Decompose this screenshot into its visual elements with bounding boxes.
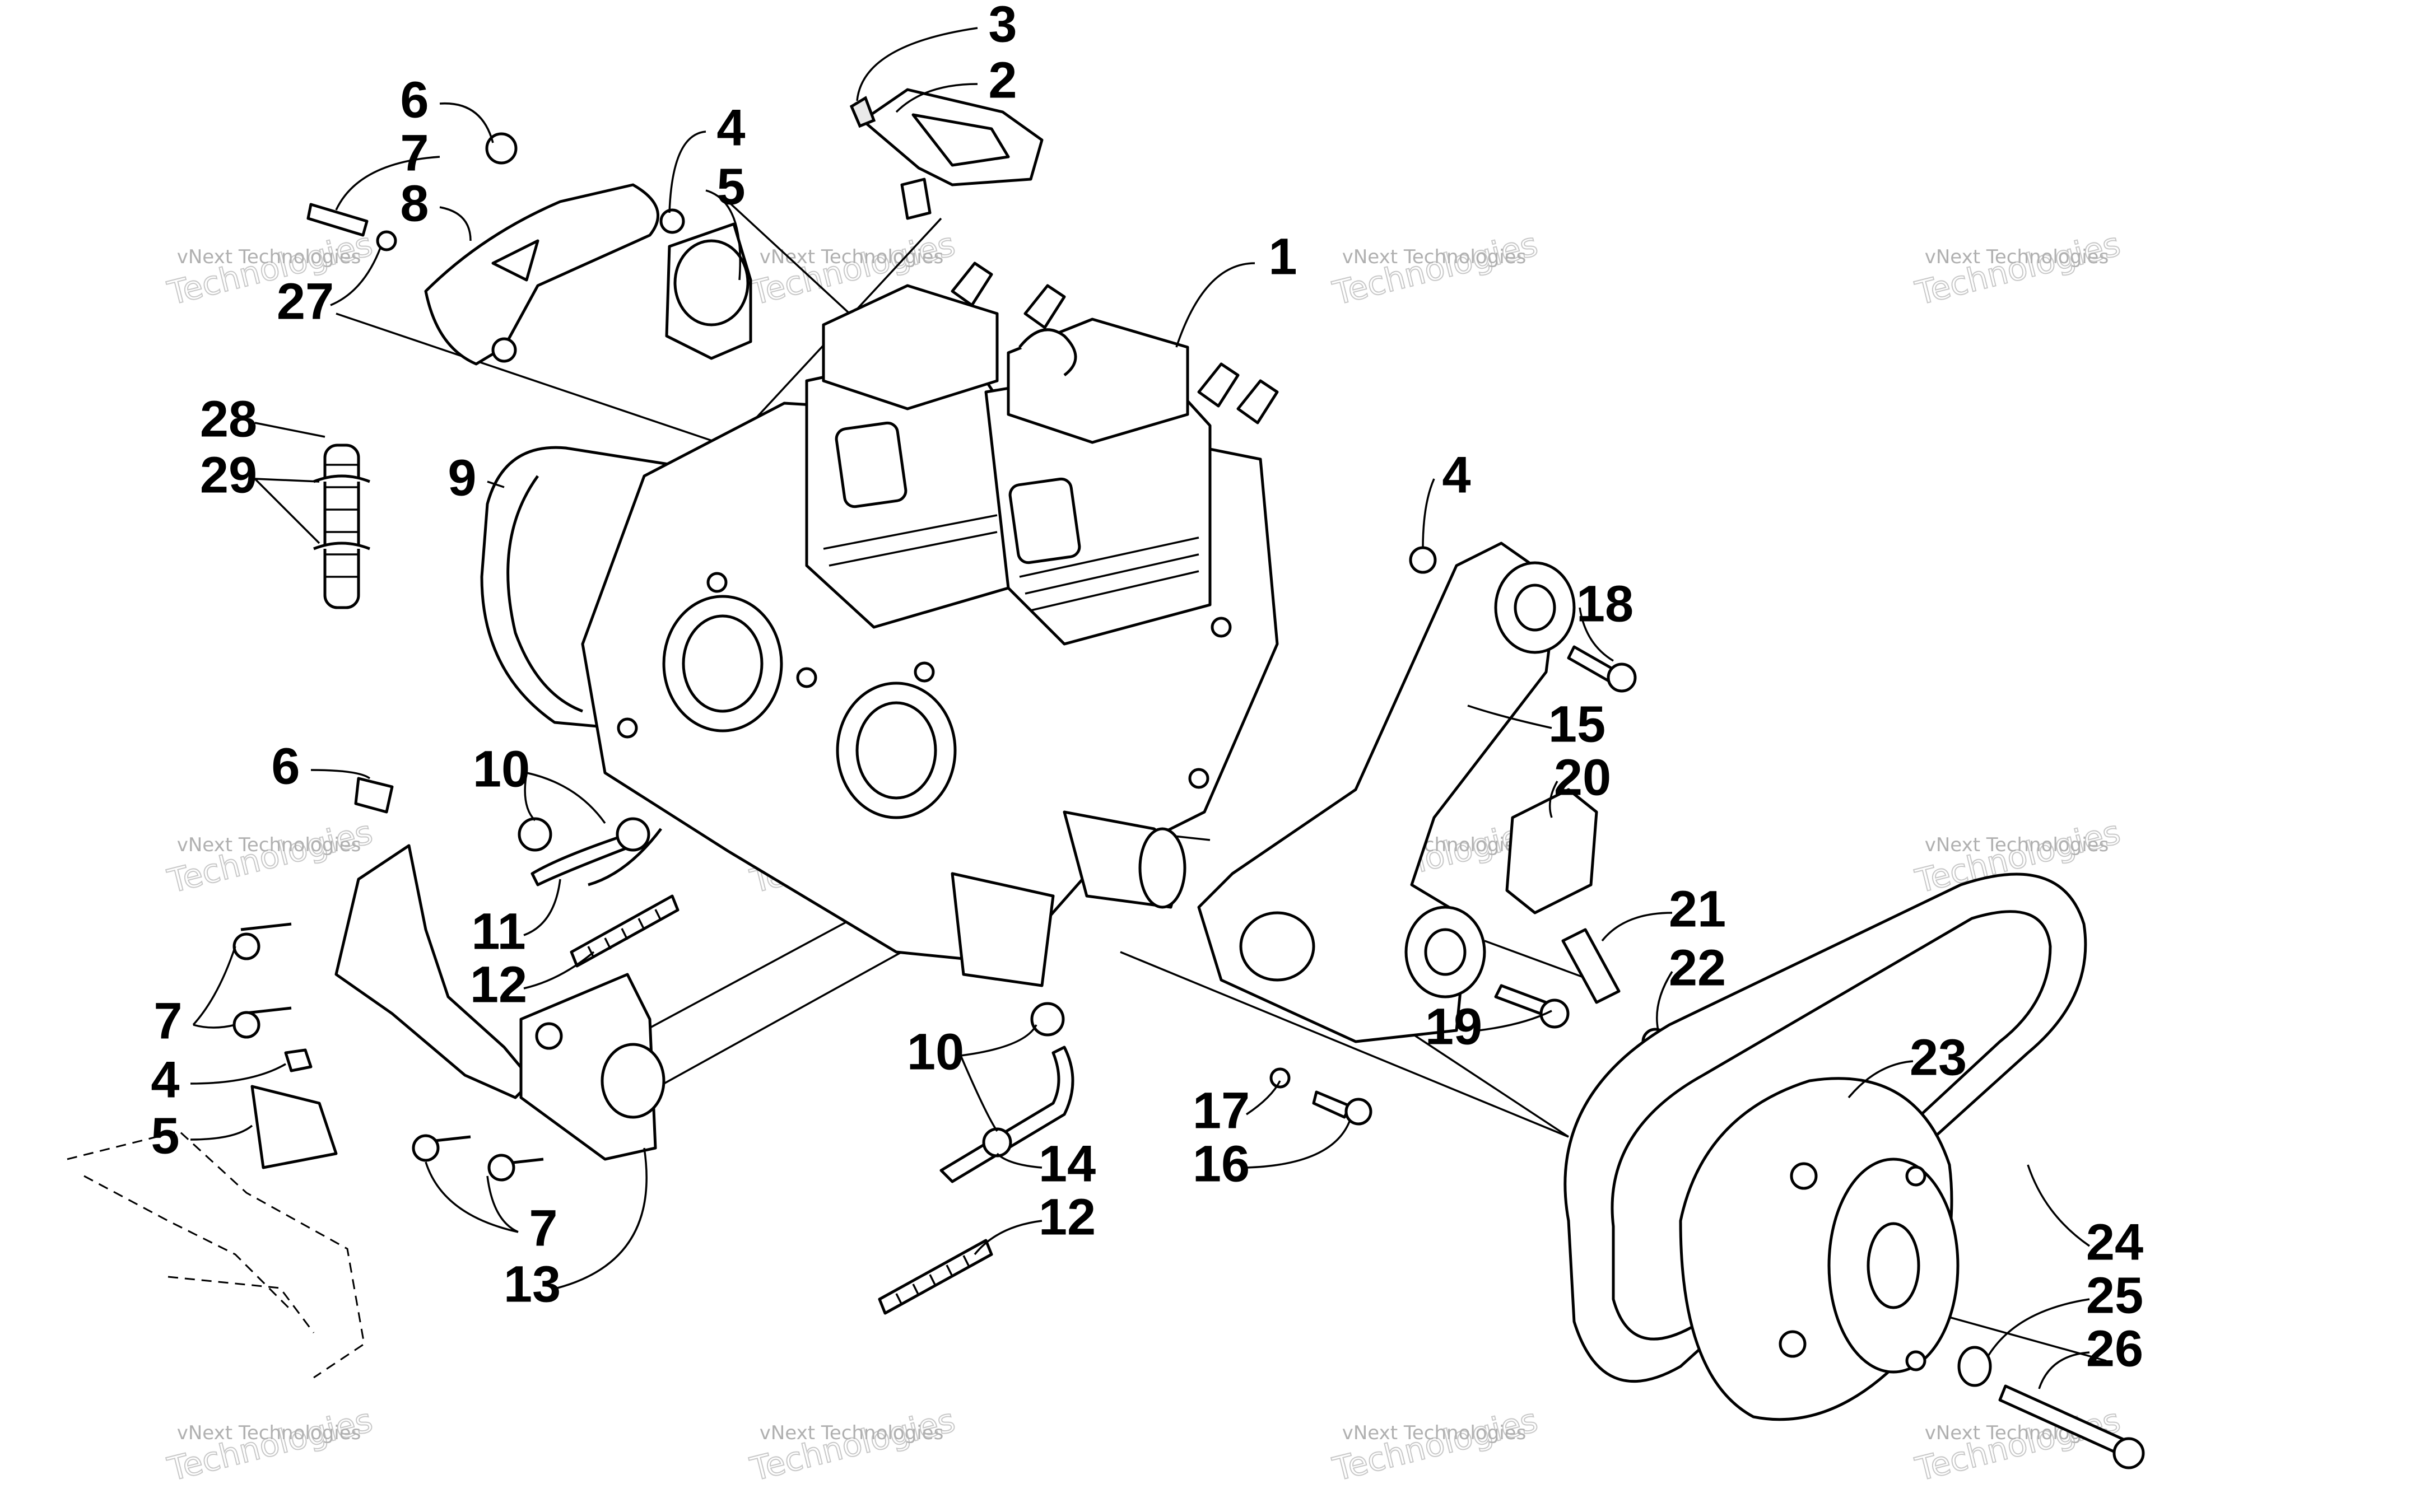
watermark-large-text: Technologies xyxy=(1329,1401,1541,1488)
watermark-small-text: vNext Technologies xyxy=(177,834,361,856)
callout-7: 7 xyxy=(153,992,182,1049)
small-hardware xyxy=(1269,788,1669,1126)
callout-10: 10 xyxy=(907,1023,964,1080)
primary-clutch xyxy=(1679,1077,2145,1469)
callout-22: 22 xyxy=(1669,939,1726,996)
cylinder-head-left xyxy=(822,284,999,410)
watermark-small-text: vNext Technologies xyxy=(1342,246,1527,268)
callout-20: 20 xyxy=(1554,749,1611,806)
callout-16: 16 xyxy=(1193,1135,1250,1192)
callout-5: 5 xyxy=(151,1107,179,1164)
watermark-large-text: Technologies xyxy=(164,225,376,312)
callout-8: 8 xyxy=(400,175,429,232)
fuel-hoses xyxy=(518,817,1074,1183)
callout-11: 11 xyxy=(471,903,525,960)
callout-21: 21 xyxy=(1669,880,1726,937)
callout-2: 2 xyxy=(988,52,1017,109)
coil-springs xyxy=(570,894,993,1315)
callout-1: 1 xyxy=(1268,228,1297,285)
callout-17: 17 xyxy=(1193,1082,1250,1139)
watermark-small-text: vNext Technologies xyxy=(760,1422,944,1444)
callout-9: 9 xyxy=(448,449,476,506)
callout-15: 15 xyxy=(1548,696,1605,753)
callout-13: 13 xyxy=(504,1256,561,1313)
callout-12: 12 xyxy=(1039,1188,1096,1245)
callout-5: 5 xyxy=(716,158,745,215)
lower-rubber-mount xyxy=(250,1085,338,1169)
callout-25: 25 xyxy=(2086,1267,2143,1324)
callout-7: 7 xyxy=(529,1200,557,1257)
drive-plate xyxy=(1197,542,1637,1043)
callout-29: 29 xyxy=(200,446,257,503)
callout-4: 4 xyxy=(1442,446,1470,503)
watermark-large-text: Technologies xyxy=(1329,225,1541,312)
callout-26: 26 xyxy=(2086,1320,2143,1377)
callout-4: 4 xyxy=(151,1051,179,1108)
callout-24: 24 xyxy=(2086,1214,2143,1271)
watermark-large-text: Technologies xyxy=(1911,225,2124,312)
upper-engine-mount xyxy=(306,132,752,366)
plate-nut xyxy=(1409,546,1437,574)
callout-6: 6 xyxy=(400,71,429,128)
watermark-large-text: Technologies xyxy=(746,1401,958,1488)
callout-12: 12 xyxy=(470,956,527,1013)
callout-4: 4 xyxy=(716,99,745,156)
watermark-large-text: Technologies xyxy=(1911,1401,2124,1488)
watermark-small-text: vNext Technologies xyxy=(1342,1422,1527,1444)
callout-19: 19 xyxy=(1425,998,1482,1055)
watermark-small-text: vNext Technologies xyxy=(1925,246,2109,268)
spark-plugs xyxy=(951,262,1279,424)
lower-engine-mount xyxy=(232,777,666,1182)
watermark-small-text: vNext Technologies xyxy=(1925,834,2109,856)
callout-6: 6 xyxy=(271,738,300,795)
callout-leaders xyxy=(190,27,2090,1389)
exhaust-springs xyxy=(313,444,370,609)
recoil-starter-handle xyxy=(849,88,1044,220)
watermark-large-text: Technologies xyxy=(164,813,376,900)
callout-7: 7 xyxy=(400,124,429,181)
watermark-small-text: vNext Technologies xyxy=(177,1422,361,1444)
chassis-outline xyxy=(67,1130,365,1379)
watermark-large-text: Technologies xyxy=(164,1401,376,1488)
callout-10: 10 xyxy=(473,740,530,797)
callout-28: 28 xyxy=(200,390,257,447)
watermark-small-text: vNext Technologies xyxy=(177,246,361,268)
callout-18: 18 xyxy=(1576,575,1634,632)
callout-14: 14 xyxy=(1039,1135,1096,1192)
callout-3: 3 xyxy=(988,0,1017,53)
callout-27: 27 xyxy=(277,273,334,330)
callout-23: 23 xyxy=(1910,1029,1967,1086)
engine-assembly xyxy=(480,284,1279,987)
